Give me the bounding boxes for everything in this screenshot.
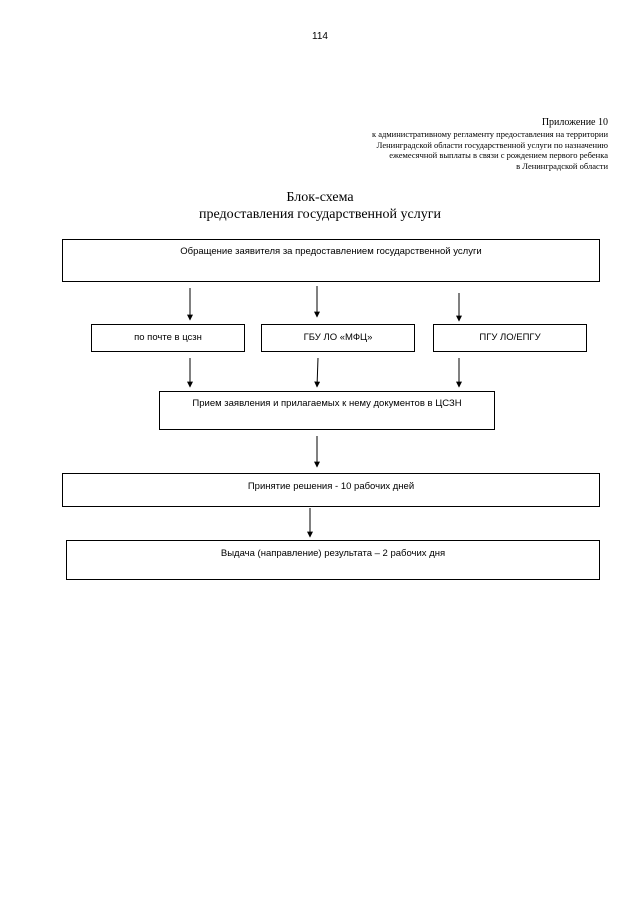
- receive-documents-text: Прием заявления и прилагаемых к нему док…: [192, 398, 462, 409]
- issue-result-box: Выдача (направление) результата – 2 рабо…: [66, 540, 600, 580]
- flowchart-title-line-2: предоставления государственной услуги: [199, 207, 441, 222]
- appendix-line-2: к административному регламенту предостав…: [371, 129, 608, 139]
- appeal-box: Обращение заявителя за предоставлением г…: [62, 239, 600, 282]
- mail-channel-text: по почте в цсзн: [134, 332, 202, 343]
- appendix-line-4: ежемесячной выплаты в связи с рождением …: [389, 150, 608, 160]
- decision-box: Принятие решения - 10 рабочих дней: [62, 473, 600, 507]
- appendix-line-5: в Ленинградской области: [516, 160, 608, 171]
- issue-result-text: Выдача (направление) результата – 2 рабо…: [220, 548, 446, 559]
- flowchart-title-line-1: Блок-схема: [286, 190, 354, 205]
- page-number: 114: [312, 31, 328, 42]
- mail-channel-box: по почте в цсзн: [91, 324, 245, 352]
- flowchart-title: Блок-схема предоставления государственно…: [0, 189, 640, 223]
- mfc-channel-box: ГБУ ЛО «МФЦ»: [261, 324, 415, 352]
- decision-text: Принятие решения - 10 рабочих дней: [247, 481, 415, 492]
- appendix-line-1: Приложение 10: [541, 117, 608, 128]
- appendix-header: Приложение 10 к административному реглам…: [288, 116, 608, 171]
- receive-documents-box: Прием заявления и прилагаемых к нему док…: [159, 391, 495, 430]
- pgu-channel-text: ПГУ ЛО/ЕПГУ: [479, 332, 541, 343]
- appendix-line-3: Ленинградской области государственной ус…: [376, 139, 608, 150]
- arrow-mfc-to-receive: [314, 357, 321, 388]
- pgu-channel-box: ПГУ ЛО/ЕПГУ: [433, 324, 587, 352]
- mfc-channel-text: ГБУ ЛО «МФЦ»: [303, 332, 373, 343]
- appeal-text: Обращение заявителя за предоставлением г…: [180, 246, 482, 257]
